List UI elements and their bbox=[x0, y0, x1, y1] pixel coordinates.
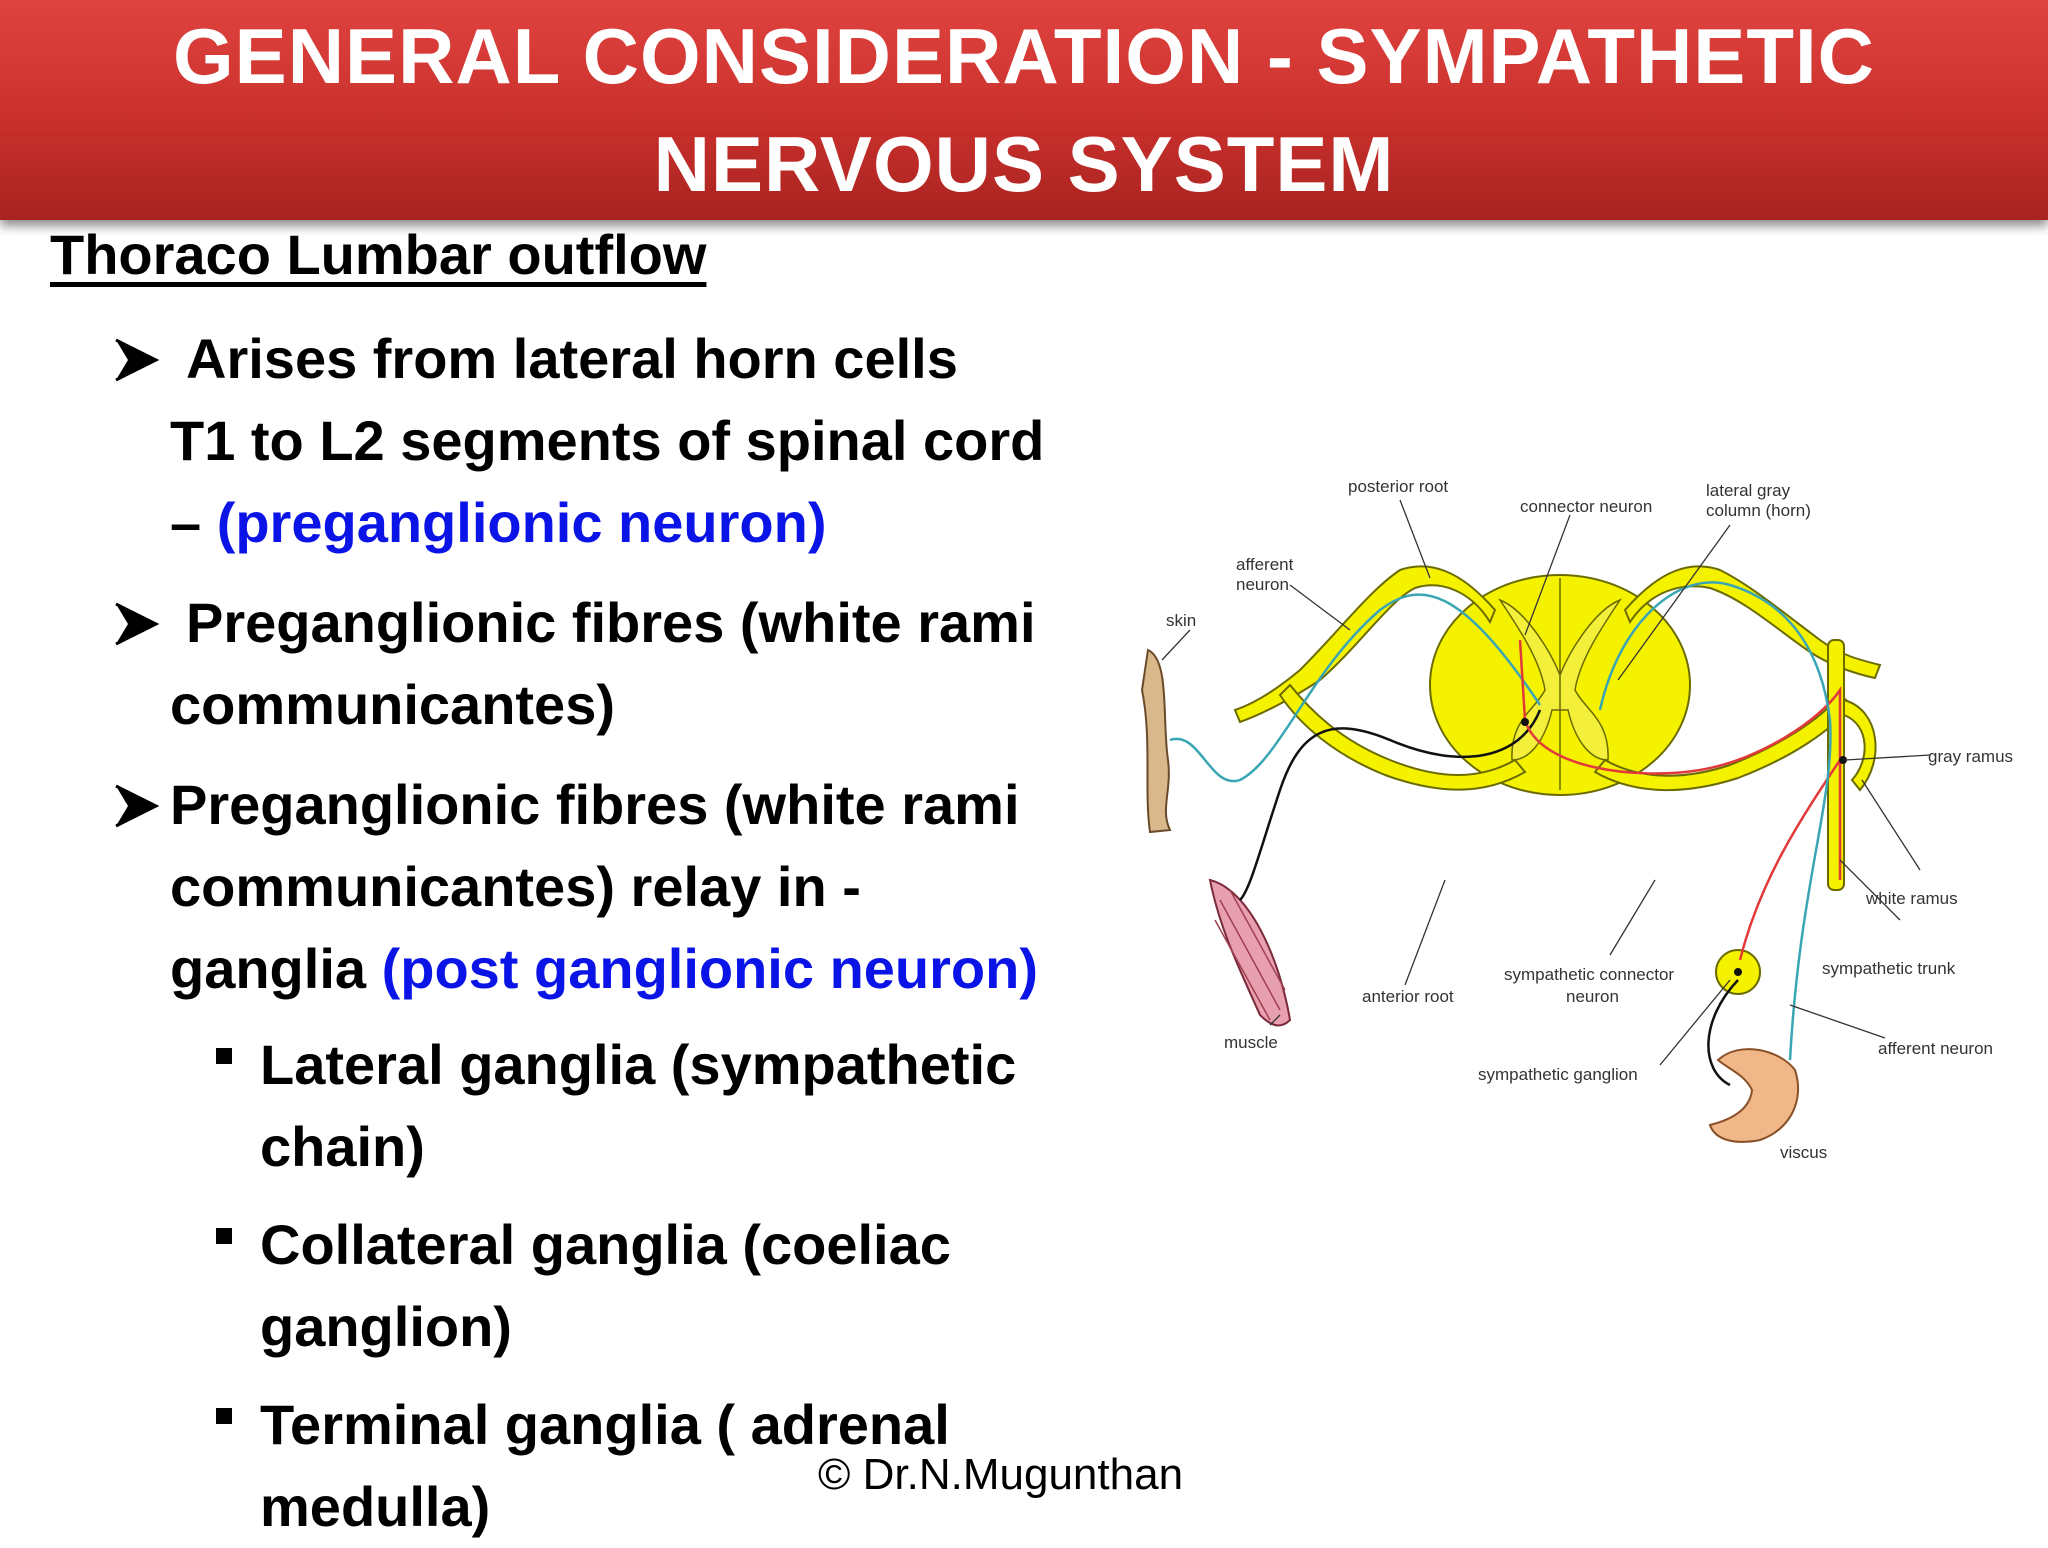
spinal-cord-diagram: posterior root connector neuron lateral … bbox=[1140, 477, 2013, 1162]
bullet-1-line-2: T1 to L2 segments of spinal cord bbox=[170, 409, 1045, 472]
square-bullet-icon bbox=[216, 1228, 232, 1244]
title-bar: GENERAL CONSIDERATION - SYMPATHETIC NERV… bbox=[0, 0, 2048, 220]
subbullet-2-line-1: Collateral ganglia (coeliac bbox=[260, 1213, 951, 1276]
post-ganglionic-neuron-note: (post ganglionic neuron) bbox=[381, 937, 1038, 1000]
label-afferent-neuron-1: afferent bbox=[1236, 555, 1294, 574]
bullet-2-line-2: communicantes) bbox=[170, 673, 615, 736]
left-anterior-root bbox=[1278, 683, 1527, 791]
motor-fibre bbox=[1239, 709, 1542, 901]
leader-lines bbox=[1161, 499, 1931, 1066]
copyright-text: © Dr.N.Mugunthan bbox=[818, 1450, 1184, 1499]
title-line-2: NERVOUS SYSTEM bbox=[653, 120, 1395, 208]
label-afferent-neuron-2: neuron bbox=[1236, 575, 1289, 594]
label-lateral-gray-1: lateral gray bbox=[1706, 481, 1791, 500]
label-sympathetic-ganglion: sympathetic ganglion bbox=[1478, 1065, 1638, 1084]
subbullet-1-line-2: chain) bbox=[260, 1115, 425, 1178]
bullet-3-line-2: communicantes) relay in - bbox=[170, 855, 861, 918]
slide-title: GENERAL CONSIDERATION - SYMPATHETIC NERV… bbox=[74, 2, 1974, 218]
preganglionic-neuron-note: (preganglionic neuron) bbox=[216, 491, 827, 554]
label-white-ramus: white ramus bbox=[1865, 889, 1958, 908]
subbullet-3-line-1: Terminal ganglia ( adrenal bbox=[260, 1393, 950, 1456]
rami-shape bbox=[1843, 698, 1877, 792]
section-heading: Thoraco Lumbar outflow bbox=[50, 223, 707, 286]
left-posterior-root bbox=[1233, 565, 1497, 724]
bullet-1-line-3: – (preganglionic neuron) bbox=[170, 482, 826, 564]
bullet-1-dash: – bbox=[170, 491, 217, 554]
label-lateral-gray-2: column (horn) bbox=[1706, 501, 1811, 520]
arrow-bullet-icon bbox=[115, 602, 160, 646]
label-gray-ramus: gray ramus bbox=[1928, 747, 2013, 766]
label-posterior-root: posterior root bbox=[1348, 477, 1448, 496]
label-anterior-root: anterior root bbox=[1362, 987, 1454, 1006]
afferent-fibre-right bbox=[1598, 581, 1832, 1061]
skin-shape bbox=[1140, 648, 1172, 834]
bullet-2-line-1: Preganglionic fibres (white rami bbox=[186, 591, 1036, 654]
label-sympathetic-trunk: sympathetic trunk bbox=[1822, 959, 1956, 978]
arrow-bullet-icon bbox=[115, 784, 160, 828]
bullet-3-line-1: Preganglionic fibres (white rami bbox=[170, 773, 1020, 836]
neuron-dot bbox=[1839, 756, 1847, 764]
label-skin: skin bbox=[1166, 611, 1196, 630]
afferent-fibre-left bbox=[1169, 593, 1542, 783]
connector-to-ganglion bbox=[1738, 759, 1842, 961]
square-bullet-icon bbox=[216, 1048, 232, 1064]
label-muscle: muscle bbox=[1224, 1033, 1278, 1052]
postganglionic-fibre bbox=[1707, 979, 1739, 1087]
neuron-dot bbox=[1734, 968, 1742, 976]
label-sympathetic-connector-2: neuron bbox=[1566, 987, 1619, 1006]
muscle-fibres bbox=[1214, 889, 1286, 1021]
arrow-bullet-icon bbox=[115, 338, 160, 382]
subbullet-3-line-2: medulla) bbox=[260, 1475, 491, 1538]
title-line-1: GENERAL CONSIDERATION - SYMPATHETIC bbox=[173, 12, 1875, 100]
label-connector-neuron: connector neuron bbox=[1520, 497, 1652, 516]
bullet-1-line-1: Arises from lateral horn cells bbox=[186, 327, 958, 390]
bullet-3-prefix: ganglia bbox=[170, 937, 382, 1000]
neuron-dot bbox=[1521, 718, 1529, 726]
viscus-shape bbox=[1708, 1048, 1800, 1143]
muscle-shape bbox=[1208, 878, 1292, 1027]
preganglionic-fibre bbox=[1518, 639, 1842, 880]
label-afferent-neuron-right: afferent neuron bbox=[1878, 1039, 1993, 1058]
subbullet-1-line-1: Lateral ganglia (sympathetic bbox=[260, 1033, 1017, 1096]
label-sympathetic-connector-1: sympathetic connector bbox=[1504, 965, 1674, 984]
bullet-3-line-3: ganglia (post ganglionic neuron) bbox=[170, 928, 1038, 1010]
subbullet-2-line-2: ganglion) bbox=[260, 1295, 512, 1358]
label-viscus: viscus bbox=[1780, 1143, 1827, 1162]
square-bullet-icon bbox=[216, 1408, 232, 1424]
right-posterior-root bbox=[1623, 565, 1882, 680]
